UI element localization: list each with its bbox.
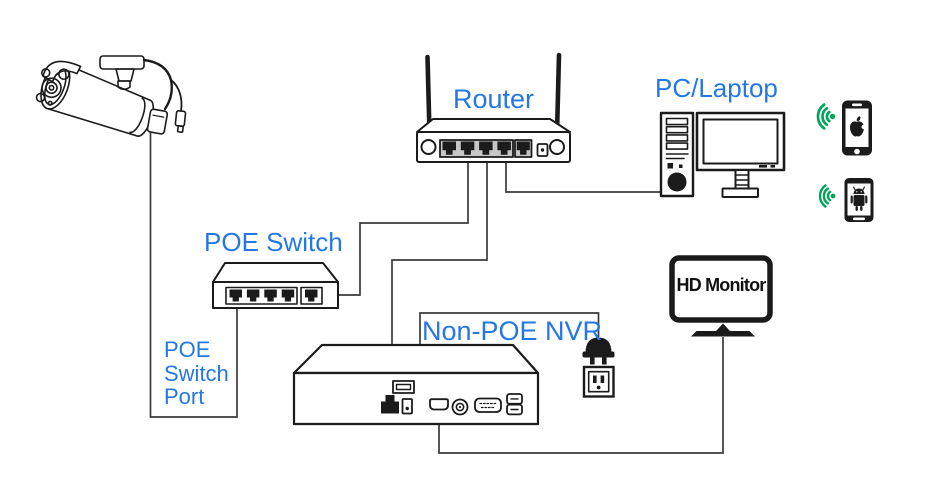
wire-router-to-nvr	[391, 160, 488, 395]
poe-switch-label: POE Switch	[204, 227, 343, 257]
hd-monitor-icon	[669, 255, 773, 337]
hd-monitor-label: HD Monitor	[676, 275, 767, 295]
vent-slot	[392, 380, 415, 394]
poe-switch-port-label-line2: Switch	[164, 360, 229, 386]
vga-port-icon	[474, 397, 502, 413]
wire-camera-to-poe-switch	[149, 131, 238, 418]
iphone-icon	[842, 100, 872, 156]
pc-laptop-label: PC/Laptop	[655, 73, 778, 103]
hdmi-port-icon	[429, 398, 449, 411]
rca-port-icon	[451, 398, 469, 416]
poe-switch-port-label: POE Switch Port	[164, 338, 229, 409]
usb-port-icon	[506, 403, 523, 416]
ethernet-port-icon	[381, 395, 399, 414]
antenna-right	[554, 52, 562, 136]
poe-switch-port-label-line3: Port	[164, 384, 205, 409]
wire-router-to-pc	[505, 160, 660, 193]
antenna-left	[425, 54, 432, 136]
android-logo-icon	[850, 186, 868, 211]
wire-poe-switch-to-router	[339, 160, 469, 296]
nvr-icon	[292, 343, 540, 426]
pc-icon	[659, 111, 786, 198]
power-outlet-icon	[582, 365, 615, 398]
power-plug-icon	[582, 337, 615, 398]
router-icon	[416, 52, 571, 163]
wifi-signal-icon	[816, 103, 836, 130]
android-phone-icon	[844, 178, 874, 222]
pc-monitor-icon	[695, 111, 786, 172]
camera-icon	[35, 55, 187, 137]
poe-switch-port-label-line1: POE	[164, 337, 211, 362]
apple-logo-icon	[850, 116, 866, 137]
power-port-icon	[401, 398, 413, 415]
poe-switch-icon	[212, 262, 339, 309]
wifi-signal-icon	[818, 184, 836, 208]
wire-nvr-hdmi-to-monitor	[438, 337, 724, 454]
router-label: Router	[453, 84, 535, 114]
non-poe-nvr-label: Non-POE NVR	[422, 316, 603, 346]
